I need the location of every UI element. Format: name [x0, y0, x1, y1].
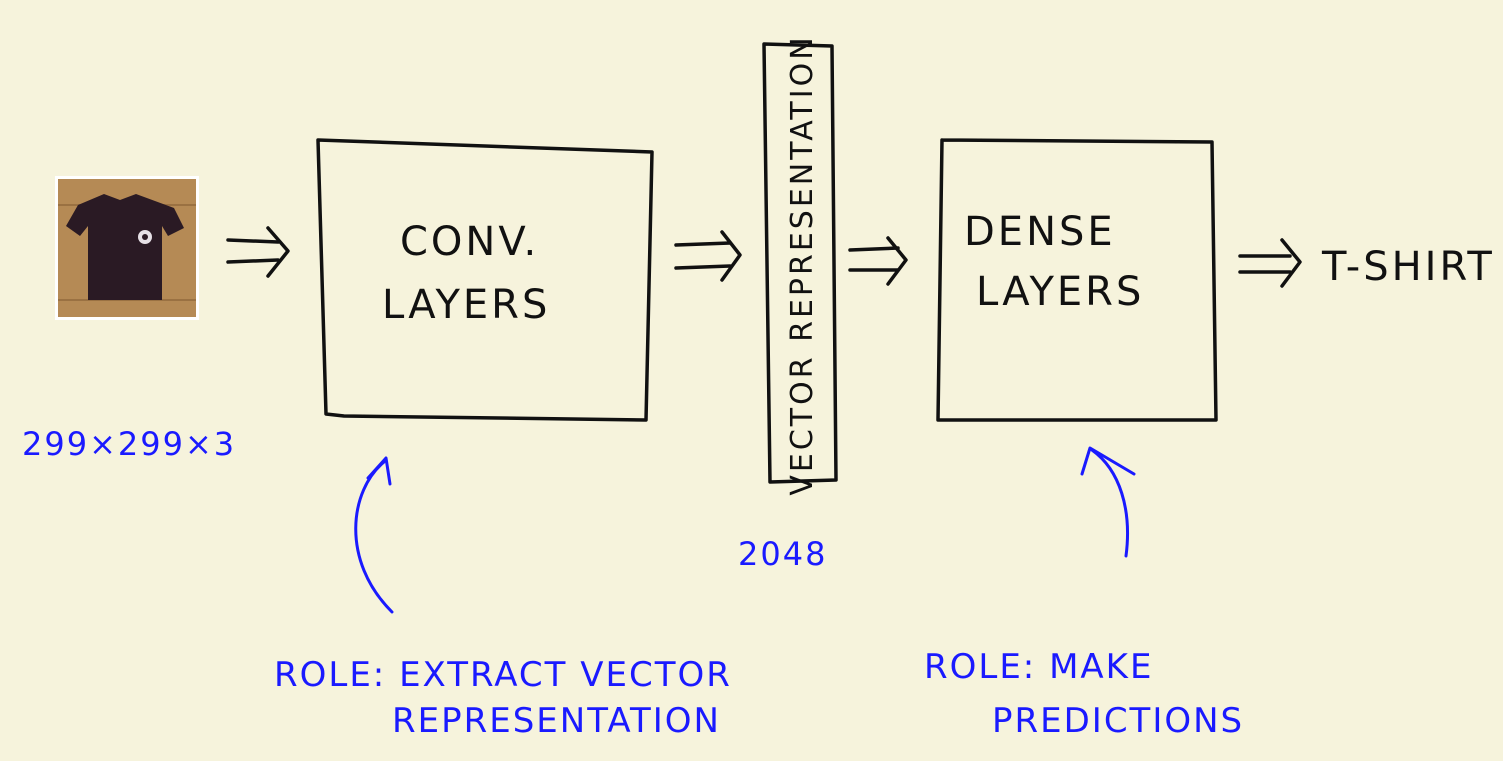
dense-layers-line2: LAYERS [976, 269, 1144, 315]
dense-layers-box [936, 138, 1218, 422]
dense-role-arrow [1080, 446, 1136, 558]
conv-layers-line1: CONV. [400, 219, 539, 265]
vector-representation-label: VECTOR REPRESENTATION [785, 34, 820, 495]
conv-layers-line2: LAYERS [382, 282, 550, 328]
vector-size-label: 2048 [738, 535, 827, 573]
dense-role-line1: ROLE: MAKE [924, 647, 1153, 687]
arrow-conv-to-vector [674, 230, 742, 282]
conv-layers-box [316, 138, 654, 422]
t-shirt-photo [55, 176, 199, 320]
conv-role-line2: REPRESENTATION [392, 701, 721, 741]
input-dimensions-label: 299×299×3 [22, 425, 236, 463]
vector-representation-bar [762, 42, 838, 484]
conv-role-arrow [354, 456, 394, 614]
arrow-image-to-conv [226, 226, 290, 278]
dense-layers-line1: DENSE [964, 209, 1116, 255]
arrow-vector-to-dense [848, 236, 908, 286]
arrow-dense-to-output [1238, 238, 1302, 288]
conv-role-line1: ROLE: EXTRACT VECTOR [274, 655, 732, 695]
output-label: T-SHIRT [1321, 244, 1495, 290]
dense-role-line2: PREDICTIONS [992, 701, 1244, 741]
